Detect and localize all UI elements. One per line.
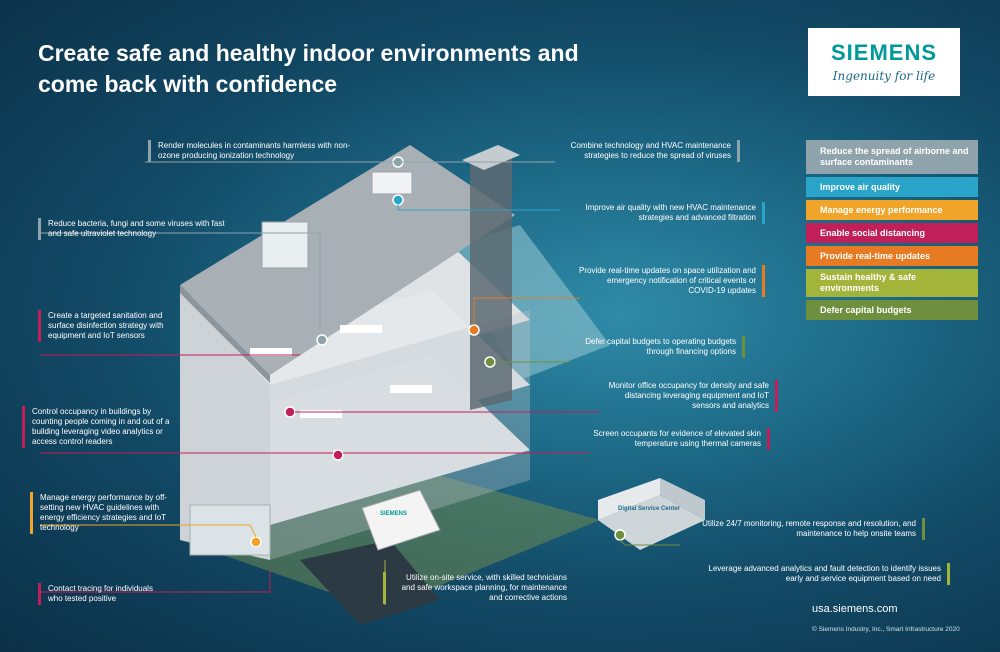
siemens-logo: SIEMENS Ingenuity for life <box>808 28 960 96</box>
callout-contact-tracing: Contact tracing for individuals who test… <box>38 583 163 605</box>
website-link[interactable]: usa.siemens.com <box>812 603 898 615</box>
callout-thermal: Screen occupants for evidence of elevate… <box>585 428 770 450</box>
marker-sanitation <box>316 334 328 346</box>
leader-line <box>40 524 257 538</box>
callout-hvac-strategies: Combine technology and HVAC maintenance … <box>540 140 740 162</box>
callout-ultraviolet: Reduce bacteria, fungi and some viruses … <box>38 218 238 240</box>
copyright-text: © Siemens Industry, Inc., Smart Infrastr… <box>812 626 960 633</box>
van-label: SIEMENS <box>380 511 407 517</box>
callout-monitoring: Utilize 24/7 monitoring, remote response… <box>680 518 925 540</box>
logo-tagline: Ingenuity for life <box>832 69 936 83</box>
leader-line <box>40 570 271 593</box>
legend-item-realtime: Provide real-time updates <box>806 246 978 266</box>
roof-parapet <box>180 285 270 383</box>
service-van: SIEMENS <box>361 489 441 551</box>
callout-energy: Manage energy performance by off-setting… <box>30 492 180 534</box>
legend-item-healthy-environments: Sustain healthy & safe environments <box>806 269 978 297</box>
street <box>300 540 440 625</box>
leader-line <box>619 539 680 546</box>
building-roof <box>180 145 515 375</box>
building-left-wall <box>180 290 270 560</box>
office-desk <box>340 325 382 333</box>
rooftop-hvac-unit <box>261 221 309 269</box>
building-front-wall <box>270 310 530 560</box>
rooftop-air-handler <box>371 171 413 195</box>
leader-line <box>40 232 321 330</box>
legend-item-capital-budgets: Defer capital budgets <box>806 300 978 320</box>
callout-sanitation: Create a targeted sanitation and surface… <box>38 310 178 342</box>
office-desk <box>250 348 292 356</box>
logo-brand-text: SIEMENS <box>830 40 938 65</box>
marker-thermal <box>332 449 344 461</box>
callout-realtime: Provide real-time updates on space utili… <box>570 265 765 297</box>
elevator-tower <box>470 152 512 410</box>
legend-item-energy: Manage energy performance <box>806 200 978 220</box>
callout-air-quality: Improve air quality with new HVAC mainte… <box>555 202 765 224</box>
callout-occupancy-density: Monitor office occupancy for density and… <box>600 380 778 412</box>
callout-analytics: Leverage advanced analytics and fault de… <box>700 563 950 585</box>
service-center-sign: Digital Service Center <box>618 506 681 512</box>
office-desk <box>390 385 432 393</box>
tower-cap <box>462 145 520 170</box>
callout-ionization: Render molecules in contaminants harmles… <box>148 140 358 162</box>
leader-line <box>473 297 580 325</box>
legend-item-air-quality: Improve air quality <box>806 177 978 197</box>
legend-item-contaminants: Reduce the spread of airborne and surfac… <box>806 140 978 174</box>
callout-control-occupancy: Control occupancy in buildings by counti… <box>22 406 180 448</box>
callout-onsite-service: Utilize on-site service, with skilled te… <box>383 572 573 604</box>
legend-item-social-distancing: Enable social distancing <box>806 223 978 243</box>
legend: Reduce the spread of airborne and surfac… <box>806 140 978 323</box>
callout-capital: Defer capital budgets to operating budge… <box>560 336 745 358</box>
office-desk <box>300 410 342 418</box>
marker-energy <box>250 536 262 548</box>
page-title: Create safe and healthy indoor environme… <box>38 40 579 97</box>
leader-line <box>397 200 560 211</box>
